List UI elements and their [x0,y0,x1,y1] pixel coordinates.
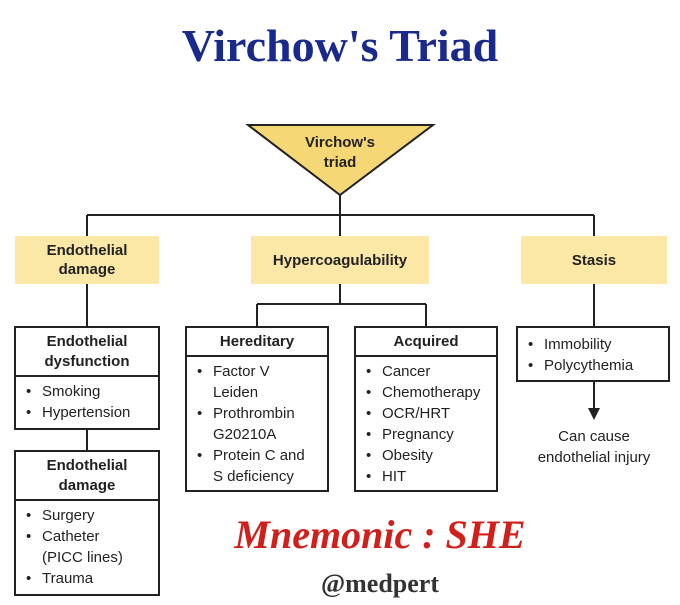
arrow-stasis-head [588,408,600,420]
stasis-note: Can cause endothelial injury [537,428,651,466]
stasis-box: Immobility Polycythemia [516,326,670,382]
list-item: Protein C and [197,445,321,466]
list-item: Trauma [26,568,152,589]
hereditary-heading: Hereditary [187,328,327,357]
endothelial-damage-heading: Endothelial damage [16,452,158,501]
endothelial-dysfunction-box: Endothelial dysfunction Smoking Hyperten… [14,326,160,430]
list-item: Leiden [213,384,259,401]
list-item: Catheter [26,526,152,547]
list-item: Chemotherapy [366,382,490,403]
stasis-list: Immobility Polycythemia [518,328,668,380]
list-item: Prothrombin [197,403,321,424]
hereditary-box: Hereditary Factor V Leiden Prothrombin G… [185,326,329,492]
endothelial-damage-box: Endothelial damage Surgery Catheter (PIC… [14,450,160,596]
list-item: Cancer [366,361,490,382]
hereditary-list: Factor V Leiden Prothrombin G20210A Prot… [187,357,327,491]
acquired-heading: Acquired [356,328,496,357]
list-item: S deficiency [213,468,294,485]
list-item: Smoking [26,381,152,402]
list-item: Obesity [366,445,490,466]
list-item: G20210A [213,426,277,443]
acquired-box: Acquired Cancer Chemotherapy OCR/HRT Pre… [354,326,498,492]
list-item: (PICC lines) [42,549,123,566]
endothelial-dysfunction-list: Smoking Hypertension [16,377,158,427]
list-item: Polycythemia [528,355,662,376]
category-stasis: Stasis [521,236,667,284]
author-handle: @medpert [320,569,440,598]
endothelial-dysfunction-heading: Endothelial dysfunction [16,328,158,377]
list-item: Surgery [26,505,152,526]
mnemonic-text: Mnemonic : SHE [234,512,526,557]
list-item: Immobility [528,334,662,355]
list-item: Pregnancy [366,424,490,445]
acquired-list: Cancer Chemotherapy OCR/HRT Pregnancy Ob… [356,357,496,491]
page-title: Virchow's Triad [181,20,499,71]
list-item: HIT [366,466,490,487]
list-item: Factor V [197,361,321,382]
category-hypercoagulability: Hypercoagulability [251,236,429,284]
endothelial-damage-list: Surgery Catheter (PICC lines) Trauma [16,501,158,593]
triangle-label: Virchow's triad [305,134,375,171]
list-item: OCR/HRT [366,403,490,424]
list-item: Hypertension [26,402,152,423]
triad-triangle [245,124,436,197]
